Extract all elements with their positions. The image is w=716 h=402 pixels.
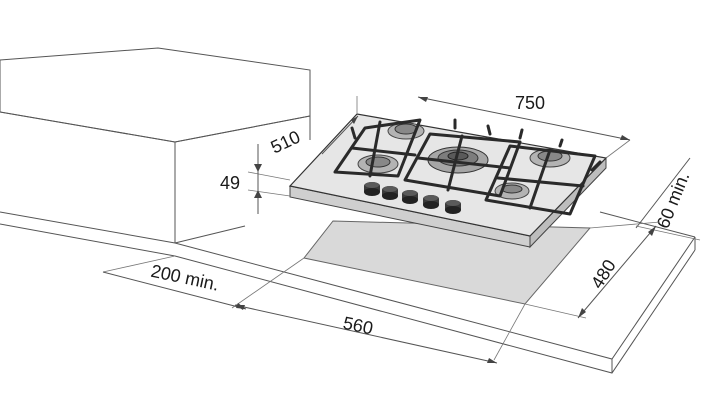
control-knobs <box>364 182 461 214</box>
dimension-width-label: 750 <box>515 93 545 113</box>
knob-2 <box>382 186 398 200</box>
burner-back-right <box>529 148 571 168</box>
dimension-height-label: 49 <box>220 173 240 193</box>
cutout-opening <box>303 220 592 305</box>
dimension-cutout-width-label: 560 <box>341 313 375 339</box>
hob <box>288 113 608 249</box>
dimension-width: 750 <box>356 93 631 159</box>
knob-1 <box>364 182 380 196</box>
knob-5 <box>445 200 461 214</box>
burner-front-left <box>357 154 399 174</box>
dimension-min-back: 60 min. <box>635 157 701 241</box>
dimension-height: 49 <box>220 144 291 214</box>
dimension-depth-label: 510 <box>268 127 304 158</box>
knob-3 <box>402 190 418 204</box>
dimension-cutout-width: 560 <box>234 303 526 364</box>
wall-cabinet <box>0 47 311 244</box>
dimension-cutout-depth-label: 480 <box>587 256 620 292</box>
pan-supports <box>333 118 602 216</box>
knob-4 <box>423 195 439 209</box>
